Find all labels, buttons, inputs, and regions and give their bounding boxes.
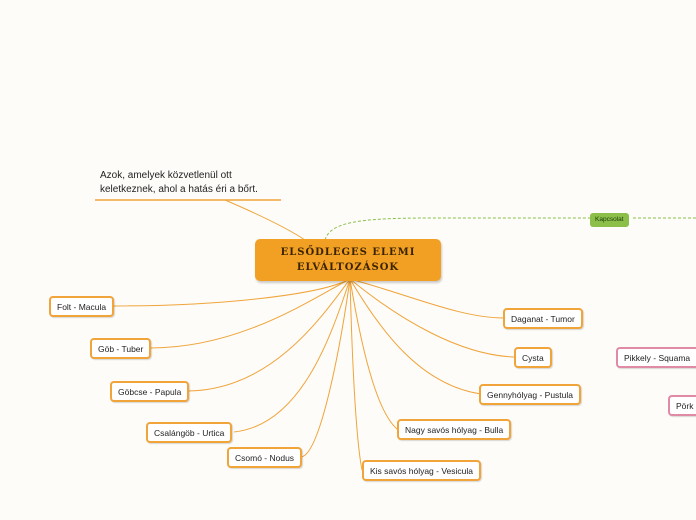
branch-node-csomo[interactable]: Csomó - Nodus [227,447,303,468]
branch-line-gob [149,278,351,349]
branch-line-cysta [349,278,515,358]
branch-node-gobcse[interactable]: Göbcse - Papula [110,381,190,402]
branch-line-tumor [349,278,505,319]
branch-line-pustula [349,278,482,395]
branch-line-vesicula [349,278,363,471]
relation-line [324,217,590,241]
relation-label[interactable]: Kapcsolat [590,213,629,227]
branch-node-cysta[interactable]: Cysta [514,347,552,368]
branch-node-csalangob[interactable]: Csalángöb - Urtica [146,422,233,443]
note-connector [224,199,306,241]
secondary-node-pork[interactable]: Pörk [668,395,696,416]
note-text: Azok, amelyek közvetlenül ott keletkezne… [100,170,258,195]
branch-line-bulla [349,278,398,430]
branch-line-folt [111,278,351,307]
secondary-node-squama[interactable]: Pikkely - Squama [616,347,696,368]
branch-node-tumor[interactable]: Daganat - Tumor [503,308,583,329]
branch-line-csomo [300,278,351,458]
branch-node-pustula[interactable]: Gennyhólyag - Pustula [479,384,581,405]
branch-node-folt[interactable]: Folt - Macula [49,296,115,317]
central-topic[interactable]: ELSŐDLEGES ELEMI ELVÁLTOZÁSOK [255,239,441,281]
branch-node-gob[interactable]: Göb - Tuber [90,338,152,359]
branch-line-gobcse [187,278,351,392]
branch-node-vesicula[interactable]: Kis savós hólyag - Vesicula [362,460,481,481]
branch-line-csalangob [233,278,351,433]
branch-node-bulla[interactable]: Nagy savós hólyag - Bulla [397,419,512,440]
